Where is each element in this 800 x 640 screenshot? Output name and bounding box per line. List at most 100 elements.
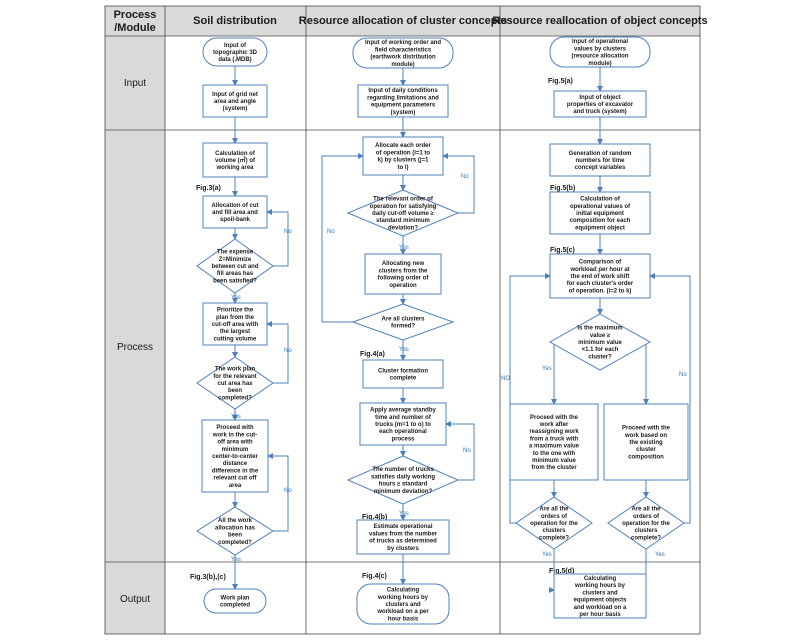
node-text-line: allocation has [215, 525, 256, 531]
node-text-line: been satisfied? [213, 278, 257, 284]
edge-label-yes: Yes [399, 245, 409, 251]
node-text-line: (earthwork distribution [370, 55, 436, 61]
node-text-line: area [229, 483, 242, 489]
node-text-line: Apply average standby [370, 408, 436, 414]
fig-ref-4c: Fig.4(c) [362, 573, 387, 580]
node-text-line: hours ≥ standard [379, 482, 428, 488]
edge-label-no: No [327, 229, 335, 235]
edge-label-yes: Yes [655, 552, 665, 558]
node-text-line: clusters from the [379, 268, 428, 274]
node-text-line: module) [391, 62, 414, 68]
node-text-line: from the cluster [531, 465, 577, 471]
corner-header-line-1: Process [114, 9, 157, 21]
node-text-line: operational values of [570, 204, 631, 210]
node-text-line: (resource allocation [571, 54, 628, 60]
flow-arrow [267, 453, 289, 532]
node-text-line: working area [215, 165, 254, 171]
node-text-line: area and angle [214, 99, 257, 105]
node-text-line: Are all clusters [381, 316, 425, 322]
cluster-allocation-header: Resource allocation of cluster concepts [299, 15, 507, 27]
flow-arrow [445, 421, 475, 481]
node-text-line: The relevant order of [373, 197, 434, 203]
flow-arrow [266, 321, 289, 384]
node-text-line: to the one with [533, 451, 576, 457]
object-reallocation-header: Resource reallocation of object concepts [492, 15, 707, 27]
node-text-line: hour basis [388, 616, 419, 622]
node-text-line: work after [539, 422, 569, 428]
node-text-line: minimum deviation? [374, 489, 433, 495]
node-text-line: (system) [223, 106, 248, 112]
edge-label-yes: Yes [231, 414, 241, 420]
edge-label-yes: Yes [231, 557, 241, 563]
node-text-line: initial equipment [576, 211, 624, 217]
node-text-line: cutting volume [214, 336, 257, 342]
node-text-line: center-to-center [212, 454, 258, 460]
fig-ref-3bc: Fig.3(b),(c) [190, 574, 226, 581]
node-text-line: Estimate operational [373, 524, 432, 530]
node-text-line: Input of grid net [212, 92, 258, 98]
node-text-line: minimum value [578, 340, 622, 346]
fig-ref-5d: Fig.5(d) [549, 568, 574, 575]
node-text-line: module) [588, 61, 611, 67]
node-text-line: equipment objects [573, 598, 627, 604]
node-text-line: for each cluster's order [567, 281, 634, 287]
node-text-line: satisfies daily working [371, 474, 435, 480]
corner-header-line-2: /Module [114, 22, 156, 34]
table-header: Process /Module Soil distribution Resour… [114, 9, 708, 34]
node-text-line: The expense [217, 250, 254, 256]
node-text-line: clusters and [385, 602, 421, 608]
node-text-line: to l) [398, 165, 409, 171]
node-text-line: equipment parameters [371, 103, 436, 109]
node-text-line: complete? [631, 535, 661, 541]
edge-label-no: No [461, 174, 469, 180]
node-text-line: completed? [218, 395, 252, 401]
node-text-line: off area with [217, 440, 253, 446]
node-text-line: by clusters [387, 546, 419, 552]
node-text-line: completed [220, 603, 250, 609]
node-text-line: difference in the [212, 468, 259, 474]
node-text-line: work in the cut- [212, 432, 257, 438]
node-text-line: and fill area and [212, 210, 258, 216]
row-label-output: Output [120, 594, 150, 605]
node-text-line: data (.MDB) [218, 57, 251, 63]
node-text-line: Calculating [387, 588, 420, 594]
node-text-line: trucks (m=1 to o) to [375, 422, 431, 428]
node-text-line: regarding limitations and [367, 95, 439, 101]
node-text-line: process [391, 436, 415, 442]
flow-arrow [550, 341, 557, 405]
edge-label-yes: Yes [399, 347, 409, 353]
node-text-line: topographic 3D [213, 50, 258, 56]
edge-label-no: No [284, 348, 292, 354]
node-text-line: a maximum value [529, 444, 580, 450]
node-text-line: Allocating new [382, 261, 425, 267]
node-text-line: cluster? [588, 354, 612, 360]
node-text-line: clusters [542, 528, 566, 534]
node-text-line: orders of [541, 514, 568, 520]
edge-label-no: No [284, 488, 292, 494]
node-text-line: been [228, 388, 242, 394]
node-text-line: values by clusters [574, 46, 627, 52]
node-text-line: and truck (system) [573, 109, 626, 115]
node-text-line: Calculation of [215, 151, 256, 157]
node-text-line: (system) [391, 110, 416, 116]
node-text-line: working hours by [574, 583, 626, 589]
node-text-line: the end of work shift [571, 274, 630, 280]
node-text-line: relevant cut off [213, 476, 257, 482]
fig-ref-4b: Fig.4(b) [362, 514, 387, 521]
node-text-line: plan from the [216, 315, 255, 321]
node-text-line: The number of trucks [372, 467, 434, 473]
node-text-line: distance [223, 461, 248, 467]
fig-ref-5a: Fig.5(a) [548, 78, 573, 85]
node-text-line: of operation. (i=2 to k) [569, 288, 632, 294]
